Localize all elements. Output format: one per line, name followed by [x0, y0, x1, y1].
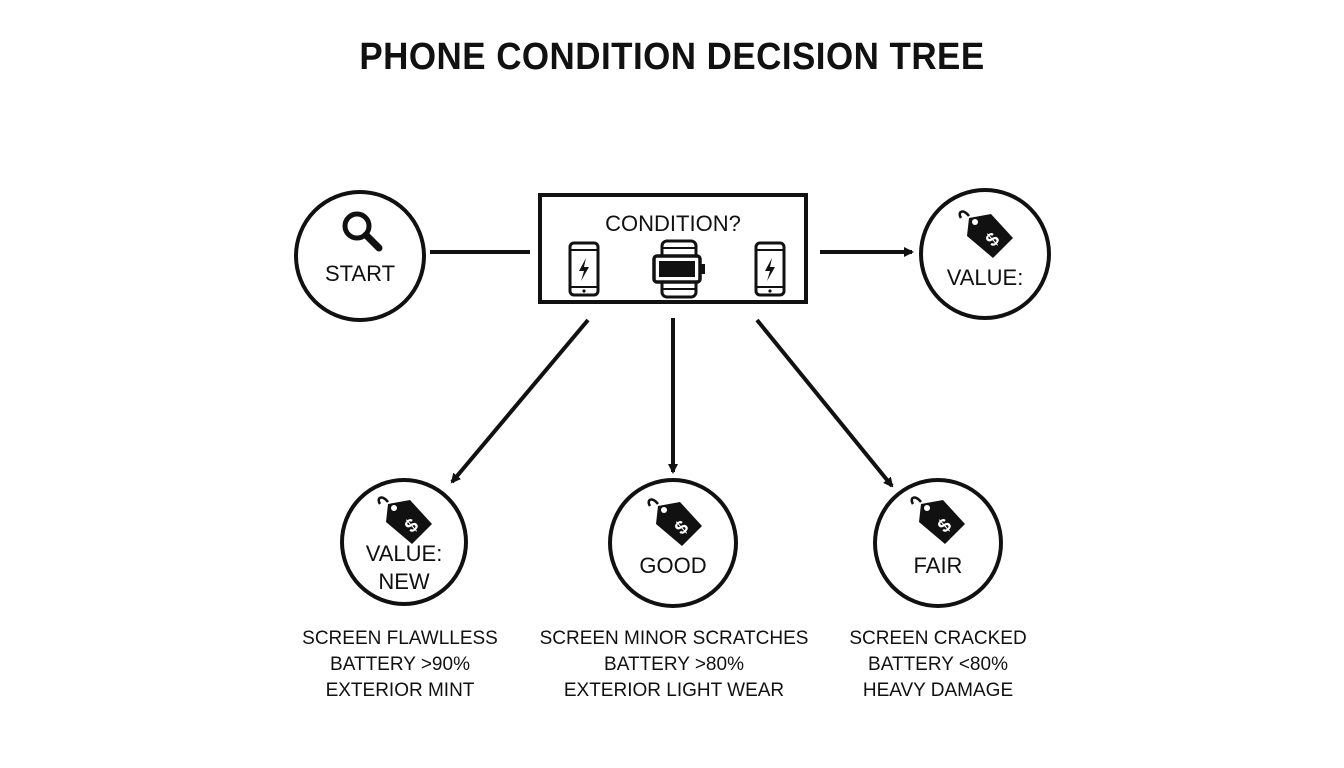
condition-label: CONDITION? [605, 211, 741, 236]
criteria-line: SCREEN CRACKED [849, 628, 1027, 649]
criteria-line: EXTERIOR MINT [325, 680, 475, 702]
arrow-condition-fair [755, 318, 894, 488]
good-criteria: SCREEN MINOR SCRATCHES BATTERY >80% EXTE… [532, 626, 816, 705]
arrow-condition-new [450, 318, 590, 484]
new-node: $ VALUE: NEW [340, 478, 468, 606]
criteria-line: BATTERY >80% [604, 654, 744, 676]
condition-node: CONDITION? [538, 193, 808, 304]
price-tag-icon: $ [907, 492, 967, 551]
value-node: $ VALUE: [919, 188, 1051, 320]
price-tag-icon: $ [955, 206, 1015, 265]
fair-criteria: SCREEN CRACKED BATTERY <80% HEAVY DAMAGE [838, 626, 1038, 705]
new-label-line2: NEW [378, 569, 430, 594]
phone-charging-icon [568, 241, 600, 302]
fair-node: $ FAIR [873, 478, 1003, 608]
battery-phone-icon [652, 239, 706, 304]
start-label: START [324, 261, 396, 286]
magnifier-icon [338, 208, 388, 259]
criteria-line: BATTERY >90% [330, 654, 470, 676]
good-label: GOOD [639, 553, 707, 578]
value-label: VALUE: [946, 265, 1024, 290]
price-tag-icon: $ [644, 494, 704, 553]
new-label-line1: VALUE: [365, 541, 443, 566]
good-node: $ GOOD [608, 478, 738, 608]
fair-label: FAIR [913, 553, 963, 578]
new-criteria: SCREEN FLAWLLESS BATTERY >90% EXTERIOR M… [300, 626, 500, 705]
criteria-line: SCREEN MINOR SCRATCHES [539, 628, 809, 649]
criteria-line: HEAVY DAMAGE [862, 680, 1014, 702]
criteria-line: BATTERY <80% [868, 654, 1008, 676]
price-tag-icon: $ [374, 492, 434, 551]
start-node: START [294, 190, 426, 322]
criteria-line: SCREEN FLAWLLESS [302, 628, 498, 649]
phone-charging-icon [754, 241, 786, 302]
diagram-title: PHONE CONDITION DECISION TREE [359, 36, 985, 78]
criteria-line: EXTERIOR LIGHT WEAR [563, 680, 785, 702]
